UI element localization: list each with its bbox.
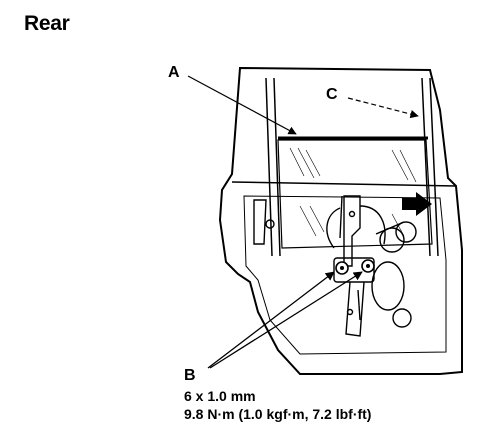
leader-line-a [187, 75, 297, 135]
regulator-motor [375, 221, 417, 253]
bolt-b-left-center [340, 266, 344, 270]
bolt-b-right-center [366, 264, 370, 268]
bolt-size-spec: 6 x 1.0 mm [184, 388, 256, 404]
belt-line [231, 181, 457, 187]
callout-label-a: A [168, 64, 180, 81]
leader-line-c [347, 97, 419, 119]
glass-hatching [289, 147, 417, 237]
removal-arrow [402, 192, 432, 216]
window-run-channel-left [265, 77, 281, 257]
inner-panel [243, 195, 447, 355]
service-holes [253, 199, 412, 328]
leader-line-b-right [209, 271, 363, 369]
door-outline [218, 66, 463, 375]
callout-label-c: C [326, 86, 338, 103]
window-glass [277, 139, 433, 249]
leader-line-b-left [207, 271, 335, 369]
callout-label-b: B [184, 367, 196, 384]
section-title: Rear [24, 12, 70, 35]
window-regulator [326, 195, 386, 337]
torque-spec: 9.8 N·m (1.0 kgf·m, 7.2 lbf·ft) [184, 406, 372, 422]
window-run-channel-right [421, 77, 439, 257]
